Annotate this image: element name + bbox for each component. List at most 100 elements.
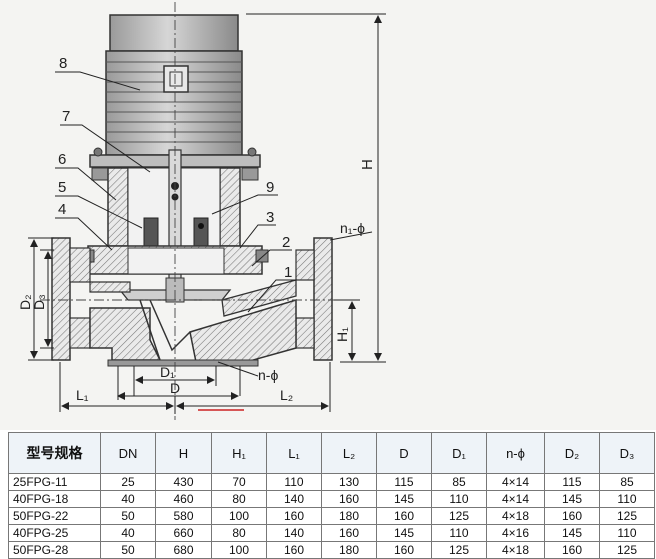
cell: 100	[211, 541, 267, 559]
dim-n1phi-leader	[329, 231, 373, 241]
header-dn: DN	[100, 432, 156, 474]
dim-L2-label: L₂	[280, 387, 293, 403]
header-d1: D₁	[431, 432, 487, 474]
cell: 145	[376, 524, 432, 542]
cell-model: 50FPG-28	[8, 541, 101, 559]
dim-H-label: H	[359, 159, 376, 170]
dim-D1-D	[117, 366, 241, 400]
cell: 160	[544, 507, 600, 525]
cell: 25	[100, 473, 156, 491]
cell: 140	[266, 524, 322, 542]
callout-4: 4	[58, 201, 66, 218]
dim-H	[246, 13, 386, 363]
cell: 110	[431, 524, 487, 542]
cell: 145	[376, 490, 432, 508]
cell: 125	[599, 541, 655, 559]
cell: 680	[155, 541, 212, 559]
callout-2: 2	[282, 234, 290, 251]
callout-7: 7	[62, 108, 70, 125]
dim-n1phi-label: n₁-ϕ	[340, 220, 365, 236]
cell: 110	[599, 490, 655, 508]
terminal-box	[163, 65, 189, 93]
centerlines	[40, 2, 345, 420]
cell: 4×18	[486, 507, 545, 525]
cell: 160	[321, 524, 377, 542]
header-d2: D₂	[544, 432, 600, 474]
cell: 85	[599, 473, 655, 491]
cell-model: 50FPG-22	[8, 507, 101, 525]
dim-L1-label: L₁	[76, 387, 89, 403]
header-l2: L₂	[321, 432, 377, 474]
table-row: 40FPG-18 40 460 80 140 160 145 110 4×14 …	[8, 490, 655, 508]
dim-H1-label: H₁	[334, 327, 350, 342]
callout-8: 8	[59, 55, 67, 72]
cell: 180	[321, 507, 377, 525]
header-n-phi: n-ϕ	[486, 432, 545, 474]
spec-table: 型号规格 DN H H₁ L₁ L₂ D D₁ n-ϕ D₂ D₃ 25FPG-…	[8, 432, 655, 559]
cell: 160	[266, 507, 322, 525]
dim-D2-D3	[28, 237, 54, 361]
cell: 80	[211, 524, 267, 542]
motor	[105, 14, 243, 156]
cell: 4×14	[486, 490, 545, 508]
cell: 460	[155, 490, 212, 508]
header-d3: D₃	[599, 432, 655, 474]
callout-leaders	[55, 71, 296, 313]
cell: 160	[376, 507, 432, 525]
dim-D3-label: D₃	[31, 294, 47, 310]
cell: 125	[599, 507, 655, 525]
dim-D1-label: D₁	[160, 364, 175, 380]
table-header-row: 型号规格 DN H H₁ L₁ L₂ D D₁ n-ϕ D₂ D₃	[8, 432, 655, 474]
cell: 70	[211, 473, 267, 491]
cell-model: 25FPG-11	[8, 473, 101, 491]
header-d: D	[376, 432, 432, 474]
cell: 80	[211, 490, 267, 508]
cell: 110	[599, 524, 655, 542]
inlet-flange	[51, 237, 91, 361]
dim-D2-label: D₂	[17, 294, 33, 310]
cell: 160	[544, 541, 600, 559]
callout-5: 5	[58, 179, 66, 196]
cell: 580	[155, 507, 212, 525]
cell: 130	[321, 473, 377, 491]
cell: 100	[211, 507, 267, 525]
dim-nphi-leader	[217, 361, 259, 377]
header-h: H	[155, 432, 212, 474]
cell-model: 40FPG-18	[8, 490, 101, 508]
header-model: 型号规格	[8, 432, 101, 474]
cell: 4×16	[486, 524, 545, 542]
table-row: 25FPG-11 25 430 70 110 130 115 85 4×14 1…	[8, 473, 655, 491]
callout-9: 9	[266, 179, 274, 196]
dim-nphi-label: n-ϕ	[258, 367, 278, 383]
outlet-flange	[295, 237, 333, 361]
cell: 4×18	[486, 541, 545, 559]
cell: 160	[376, 541, 432, 559]
cell: 660	[155, 524, 212, 542]
cell: 160	[321, 490, 377, 508]
cell: 145	[544, 490, 600, 508]
cell: 110	[266, 473, 322, 491]
cell: 180	[321, 541, 377, 559]
header-l1: L₁	[266, 432, 322, 474]
callout-3: 3	[266, 209, 274, 226]
dim-L1-L2	[59, 362, 331, 414]
dim-D-label: D	[170, 380, 180, 396]
cell: 125	[431, 541, 487, 559]
cell: 4×14	[486, 473, 545, 491]
cell: 50	[100, 541, 156, 559]
cell: 125	[431, 507, 487, 525]
cell: 430	[155, 473, 212, 491]
cell: 145	[544, 524, 600, 542]
cell: 115	[544, 473, 600, 491]
pump-casing	[89, 279, 297, 367]
callout-6: 6	[58, 151, 66, 168]
table-row: 50FPG-22 50 580 100 160 180 160 125 4×18…	[8, 507, 655, 525]
callout-1: 1	[284, 264, 292, 281]
cell: 160	[266, 541, 322, 559]
table-row: 50FPG-28 50 680 100 160 180 160 125 4×18…	[8, 541, 655, 559]
cell: 110	[431, 490, 487, 508]
cell: 50	[100, 507, 156, 525]
dim-H1	[334, 299, 360, 361]
cell: 40	[100, 524, 156, 542]
cell: 40	[100, 490, 156, 508]
